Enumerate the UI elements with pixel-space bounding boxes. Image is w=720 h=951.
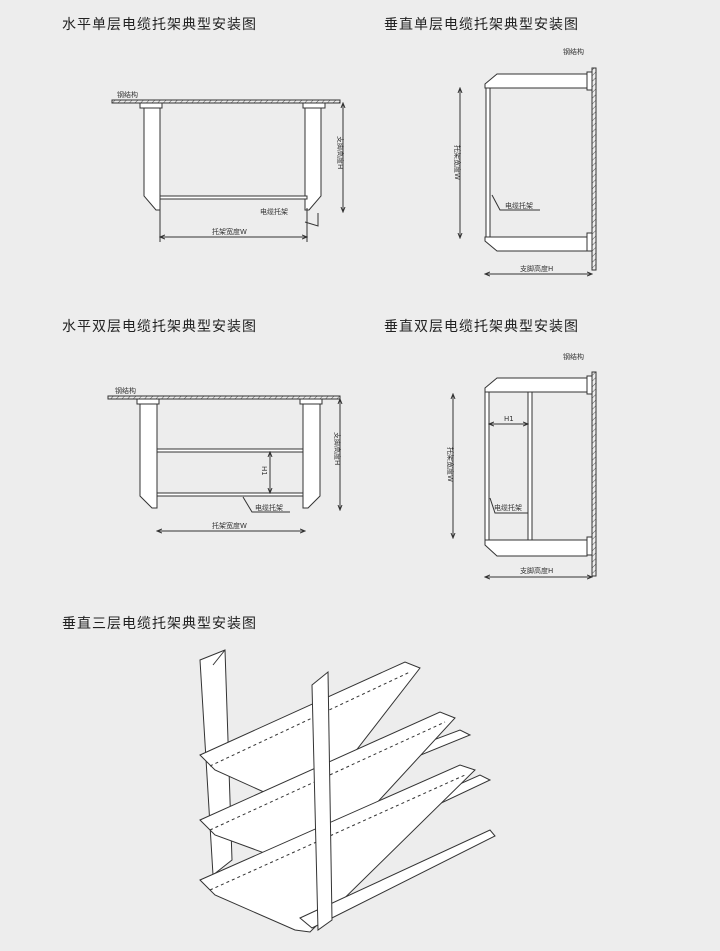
label-tray: 电缆托架 [255,503,283,512]
diagram-vertical-triple [199,649,496,933]
label-height: 支脚高度H [520,566,553,575]
label-tray: 电缆托架 [494,503,522,512]
label-height: 支脚高度H [336,136,345,169]
label-height: 支脚高度H [520,264,553,273]
title-vertical-double: 垂直双层电缆托架典型安装图 [384,319,579,335]
tray-level-3 [199,764,496,933]
label-tray: 电缆托架 [505,201,533,210]
label-width: 托架宽度W [212,227,247,236]
label-width: 托架宽度W [212,521,247,530]
title-vertical-triple: 垂直三层电缆托架典型安装图 [62,616,257,632]
diagram-vertical-single: 钢结构 电缆托架 托架宽度W 支脚高度H [453,47,597,274]
title-horizontal-double: 水平双层电缆托架典型安装图 [62,319,257,335]
diagram-horizontal-double: 钢结构 H1 电缆托架 托架宽度W 支脚高度H [107,386,342,531]
label-width: 托架宽度W [453,145,462,180]
diagram-vertical-double: 钢结构 H1 电缆托架 托架宽度W 支脚高度H [446,352,597,577]
label-h1: H1 [260,466,268,476]
label-h1: H1 [504,415,514,423]
label-steel: 钢结构 [563,352,584,361]
title-vertical-single: 垂直单层电缆托架典型安装图 [384,17,579,33]
label-steel: 钢结构 [115,386,136,395]
label-tray: 电缆托架 [260,207,288,216]
title-horizontal-single: 水平单层电缆托架典型安装图 [62,17,257,33]
label-height: 支脚高度H [333,432,342,465]
label-steel: 钢结构 [563,47,584,56]
label-steel: 钢结构 [117,90,138,99]
diagram-horizontal-single: 钢结构 电缆托架 托架宽度W 支脚高度H [111,90,345,242]
label-width: 托架宽度W [446,447,455,482]
